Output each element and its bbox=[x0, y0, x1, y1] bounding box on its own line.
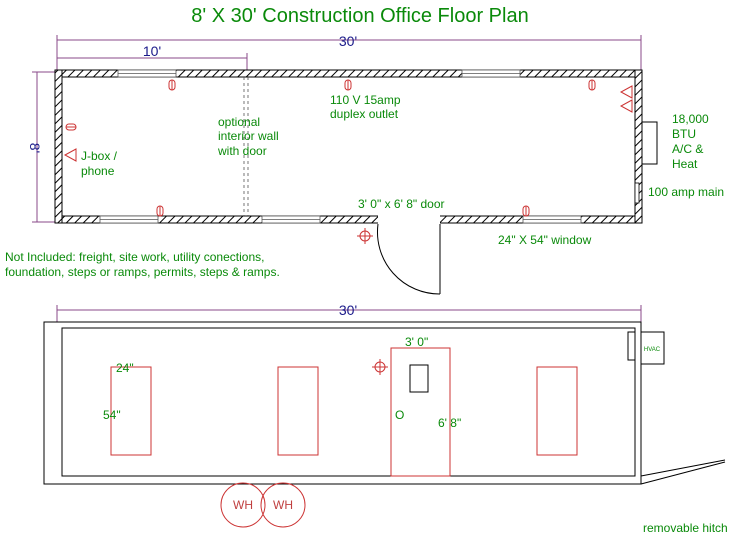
wheel-1-label: WH bbox=[233, 498, 253, 512]
dim-30ft-plan: 30' bbox=[339, 33, 357, 49]
hitch-label: removable hitch bbox=[643, 521, 728, 535]
dim-30ft-elevation: 30' bbox=[339, 302, 357, 318]
not-included-note-line1: Not Included: freight, site work, utilit… bbox=[5, 250, 264, 264]
ac-label-line4: Heat bbox=[672, 157, 698, 171]
window-width-label: 24" bbox=[116, 361, 134, 375]
wheel-2 bbox=[260, 482, 306, 528]
exterior-light-icon bbox=[357, 228, 373, 244]
door-opening bbox=[378, 215, 440, 224]
window-label: 24" X 54" window bbox=[498, 233, 592, 247]
plan-dimension-lines bbox=[32, 35, 642, 223]
door-vision-lite bbox=[409, 364, 429, 393]
door-label: 3' 0" x 6' 8" door bbox=[358, 197, 444, 211]
ac-label-line2: BTU bbox=[672, 127, 696, 141]
hvac-box bbox=[640, 331, 665, 365]
ac-label-line3: A/C & bbox=[672, 142, 703, 156]
window-height-label: 54" bbox=[103, 408, 121, 422]
elevation-view: 30' 24" 54" 3' 0" O 6' 8" HVAC bbox=[43, 302, 728, 535]
door-width-label: 3' 0" bbox=[405, 335, 428, 349]
plan-window-lines bbox=[100, 73, 581, 220]
exterior-light-icon bbox=[372, 359, 388, 375]
outlet-icon bbox=[156, 205, 164, 217]
optional-interior-wall bbox=[243, 77, 249, 216]
outlet-label-line2: duplex outlet bbox=[330, 107, 399, 121]
outlet-icon bbox=[344, 79, 352, 91]
wheel-1 bbox=[220, 482, 266, 528]
main-panel-label: 100 amp main bbox=[648, 185, 724, 199]
main-panel bbox=[634, 182, 640, 204]
outlet-label-line1: 110 V 15amp bbox=[330, 93, 401, 107]
hvac-label: HVAC bbox=[644, 347, 661, 353]
jbox-label-line2: phone bbox=[81, 164, 115, 178]
interior-wall-label-line2: interior wall bbox=[218, 129, 279, 143]
entry-door bbox=[390, 347, 451, 477]
jbox-label-line1: J-box / bbox=[81, 149, 118, 163]
wheel-2-label: WH bbox=[273, 498, 293, 512]
door-knob-label: O bbox=[395, 408, 404, 422]
jbox-phone-icon bbox=[63, 148, 77, 162]
not-included-note-line2: foundation, steps or ramps, permits, ste… bbox=[5, 265, 280, 279]
outlet-icon bbox=[65, 123, 77, 131]
removable-hitch bbox=[640, 459, 726, 485]
door-height-label: 6' 8" bbox=[438, 416, 461, 430]
ac-label-line1: 18,000 bbox=[672, 112, 709, 126]
hvac-unit bbox=[627, 331, 636, 361]
outlet-icons bbox=[65, 79, 596, 217]
light-switch-icons bbox=[619, 85, 633, 113]
ac-unit bbox=[641, 121, 658, 165]
page-title: 8' X 30' Construction Office Floor Plan bbox=[191, 5, 528, 27]
trailer-body-outer bbox=[43, 321, 642, 485]
door-swing-arc bbox=[377, 223, 441, 295]
dim-8ft: 8' bbox=[27, 143, 43, 153]
outlet-icon bbox=[168, 79, 176, 91]
trailer-body-inner bbox=[61, 327, 636, 477]
elevation-dimension-lines bbox=[56, 305, 642, 322]
outlet-icon bbox=[588, 79, 596, 91]
interior-wall-label-line1: optional bbox=[218, 115, 260, 129]
interior-wall-label-line3: with door bbox=[217, 144, 267, 158]
elevation-windows bbox=[110, 366, 578, 456]
dim-10ft: 10' bbox=[143, 43, 161, 59]
outlet-icon bbox=[522, 205, 530, 217]
plan-view: 30' 10' 8' bbox=[27, 33, 724, 295]
